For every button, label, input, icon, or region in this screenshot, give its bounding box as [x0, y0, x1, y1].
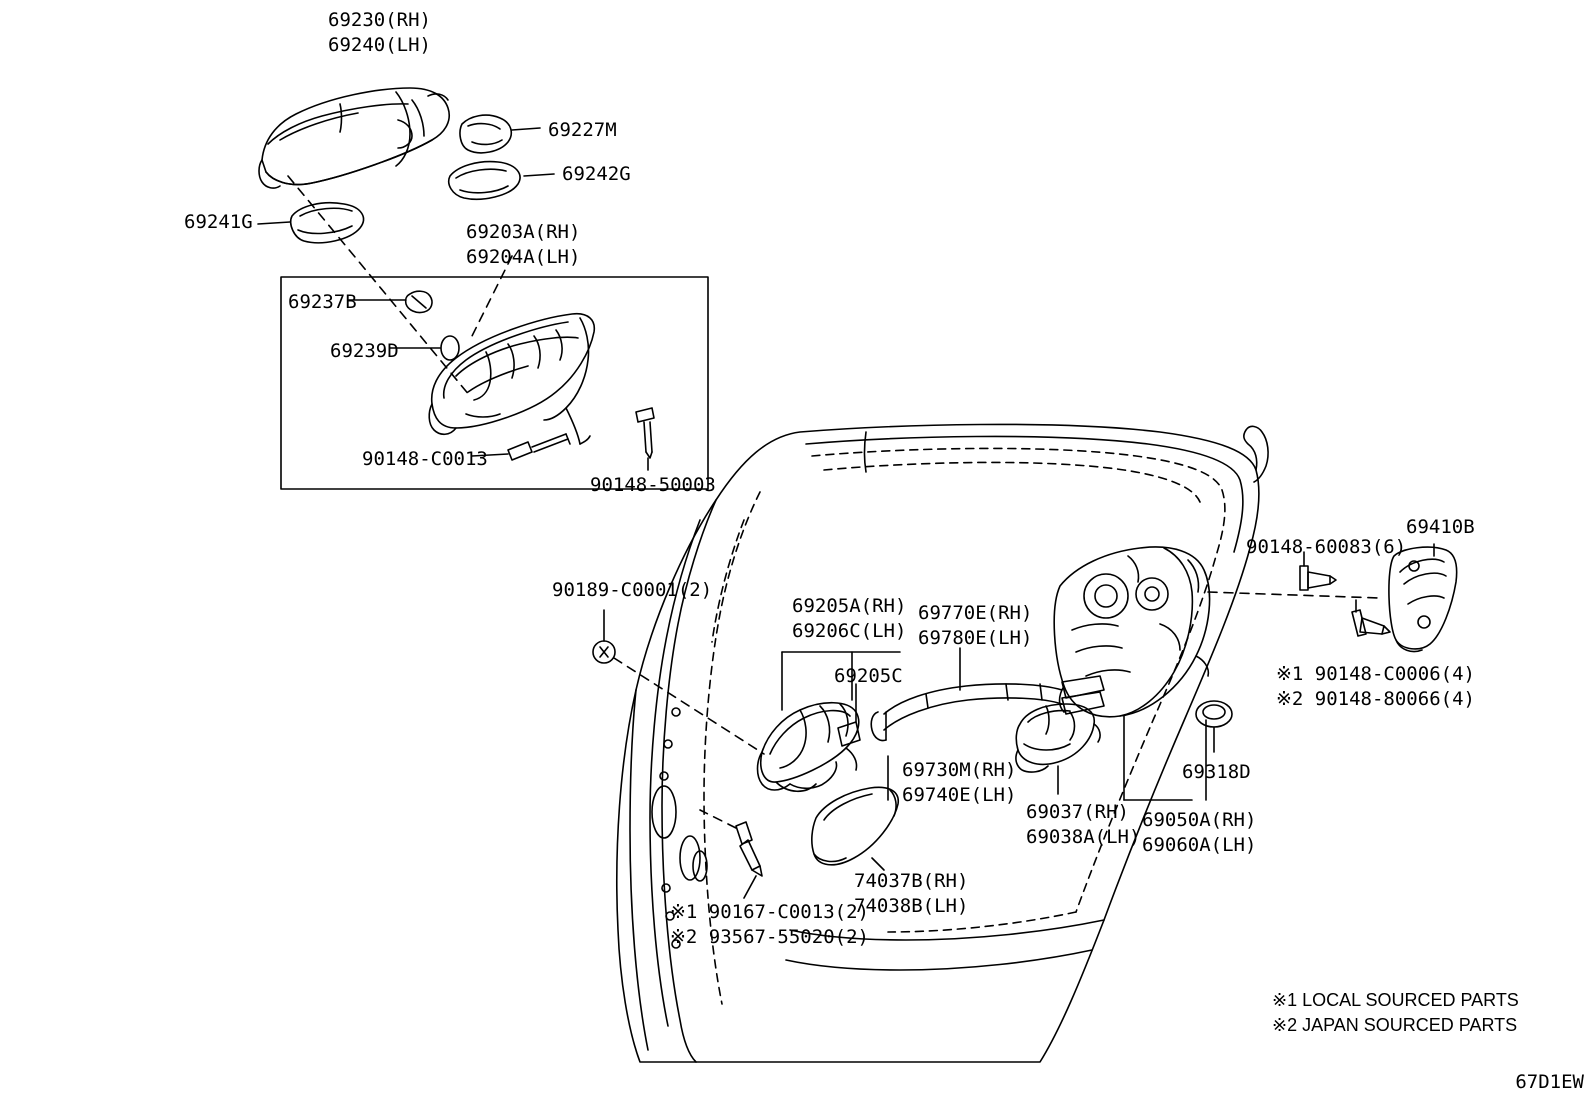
leader-90148-c0013 [471, 453, 509, 457]
label-69237b: 69237B [288, 291, 357, 313]
label-90148-c0006: ※1 90148-C0006(4) [1276, 663, 1475, 685]
part-69241g [289, 201, 365, 244]
part-90148-c0006-screw [1351, 609, 1391, 637]
part-69242g [448, 160, 521, 200]
label-69239d: 69239D [330, 340, 399, 362]
label-90167-c0013: ※1 90167-C0013(2) [670, 901, 869, 923]
label-90148-60083: 90148-60083(6) [1246, 536, 1407, 558]
label-69242g: 69242G [562, 163, 631, 185]
part-69410b-striker [1388, 546, 1458, 653]
part-69237b [404, 290, 433, 314]
part-69203a-frame [428, 312, 596, 445]
leader-69227m [511, 127, 541, 131]
part-69205a-inside-handle [756, 701, 860, 793]
label-69241g: 69241G [184, 211, 253, 233]
label-69770e-69780e: 69770E(RH) 69780E(LH) [918, 602, 1033, 649]
door-window-frame-dashed [703, 447, 1226, 1005]
part-69770e-cables [870, 675, 1105, 742]
part-69205c [837, 721, 861, 747]
part-69227m [459, 114, 513, 154]
label-69230-69240: 69230(RH) 69240(LH) [328, 9, 431, 56]
label-69037-69038a: 69037(RH) 69038A(LH) [1026, 801, 1141, 848]
label-74037b-74038b: 74037B(RH) 74038B(LH) [854, 870, 969, 917]
label-69318d: 69318D [1182, 761, 1251, 783]
leader-69242g [523, 173, 555, 177]
part-90148-50003 [635, 407, 655, 459]
assembly-dash-lines [287, 175, 513, 397]
part-69050a-latch [1053, 546, 1211, 718]
part-90148-60083-screw [1299, 565, 1337, 591]
label-69410b: 69410B [1406, 516, 1475, 538]
label-69205c: 69205C [834, 665, 903, 687]
part-69318d-grommet [1195, 700, 1233, 728]
striker-dash [1207, 591, 1381, 599]
part-69730m-cover [811, 786, 899, 866]
leader-69241g [257, 221, 291, 225]
clip-dash [613, 657, 765, 755]
part-69239d [440, 335, 460, 361]
label-90148-c0013: 90148-C0013 [362, 448, 488, 470]
part-69037-actuator [1015, 703, 1101, 773]
handle-base-box [280, 276, 709, 490]
label-69205a-69206c: 69205A(RH) 69206C(LH) [792, 595, 907, 642]
footnote-local-sourced: ※1 LOCAL SOURCED PARTS [1272, 990, 1519, 1010]
label-93567-55020: ※2 93567-55020(2) [670, 926, 869, 948]
footnote-japan-sourced: ※2 JAPAN SOURCED PARTS [1272, 1015, 1518, 1035]
label-90148-50003: 90148-50003 [590, 474, 716, 496]
label-69730m-69740e: 69730M(RH) 69740E(LH) [902, 759, 1017, 806]
part-90148-c0013 [507, 433, 571, 461]
label-90189-c0001: 90189-C0001(2) [552, 579, 713, 601]
part-90189-c0001-clip [592, 640, 616, 664]
leader-74037b [871, 857, 885, 871]
leader-90167 [743, 875, 757, 899]
label-69203a-69204a: 69203A(RH) 69204A(LH) [466, 221, 581, 268]
label-90148-80066: ※2 90148-80066(4) [1276, 688, 1475, 710]
door-holes [651, 707, 708, 949]
label-69227m: 69227M [548, 119, 617, 141]
outer-door-handle-group [258, 87, 450, 189]
screw-dash [699, 809, 737, 829]
door-panel-outline [616, 423, 1269, 1063]
diagram-code: 67D1EW [1515, 1071, 1584, 1093]
part-90167-c0013-screw [735, 821, 763, 877]
label-69050a-69060a: 69050A(RH) 69060A(LH) [1142, 809, 1257, 856]
